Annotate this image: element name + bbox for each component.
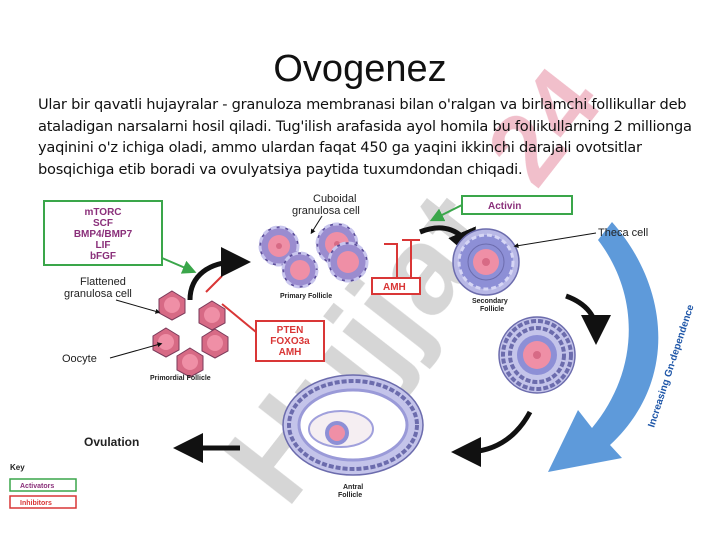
key-title: Key <box>10 463 25 472</box>
activator-mtorc: mTORC <box>84 207 121 218</box>
inhibitor-foxo3a: FOXO3a <box>270 336 310 347</box>
activators-box: mTORC SCF BMP4/BMP7 LIF bFGF <box>43 200 197 274</box>
amh-inhibitor: AMH <box>371 239 421 295</box>
label-primary-follicle: Primary Follicle <box>280 293 332 300</box>
key-legend: Key Activators Inhibitors <box>9 463 77 509</box>
activator-bmp: BMP4/BMP7 <box>74 229 133 240</box>
inhibitors-box: PTEN FOXO3a AMH <box>205 275 325 362</box>
label-theca: Theca cell <box>598 227 648 239</box>
label-primordial-follicle: Primordial Follicle <box>150 375 211 382</box>
label-antral-1: Antral <box>343 484 363 491</box>
antral-follicle <box>282 374 424 476</box>
primary-follicle <box>258 225 300 267</box>
primordial-follicle <box>201 328 229 359</box>
label-oocyte: Oocyte <box>62 353 97 365</box>
label-cuboidal-2: granulosa cell <box>292 205 360 217</box>
primordial-follicle <box>198 300 226 331</box>
label-ovulation: Ovulation <box>84 435 139 449</box>
activator-bfgf: bFGF <box>90 251 116 262</box>
primordial-follicle <box>158 290 186 321</box>
label-secondary-1: Secondary <box>472 298 508 305</box>
amh-label: AMH <box>383 282 406 293</box>
primordial-follicles <box>152 290 229 378</box>
preantral-follicle <box>498 316 576 394</box>
activator-lif: LIF <box>96 240 111 251</box>
label-antral-2: Follicle <box>338 492 362 499</box>
key-inhibitors: Inhibitors <box>20 500 52 507</box>
key-activators: Activators <box>20 483 54 490</box>
primary-follicle <box>327 241 369 283</box>
slide-title: Ovogenez <box>273 48 447 90</box>
slide-paragraph: Ular bir qavatli hujayralar - granuloza … <box>38 96 692 178</box>
label-flattened-1: Flattened <box>80 276 126 288</box>
inhibitor-pten: PTEN <box>277 325 304 336</box>
label-cuboidal-1: Cuboidal <box>313 193 356 205</box>
primary-follicles <box>258 222 369 289</box>
label-secondary-2: Follicle <box>480 306 504 313</box>
primordial-follicle <box>176 347 204 378</box>
activator-scf: SCF <box>93 218 113 229</box>
gn-dependence-arrow <box>548 222 659 472</box>
activin-label: Activin <box>488 201 521 212</box>
activin-box: Activin <box>429 195 573 222</box>
primary-follicle <box>281 251 319 289</box>
primordial-follicle <box>152 327 180 358</box>
label-flattened-2: granulosa cell <box>64 288 132 300</box>
secondary-follicle <box>452 228 520 296</box>
inhibitor-amh: AMH <box>279 347 302 358</box>
